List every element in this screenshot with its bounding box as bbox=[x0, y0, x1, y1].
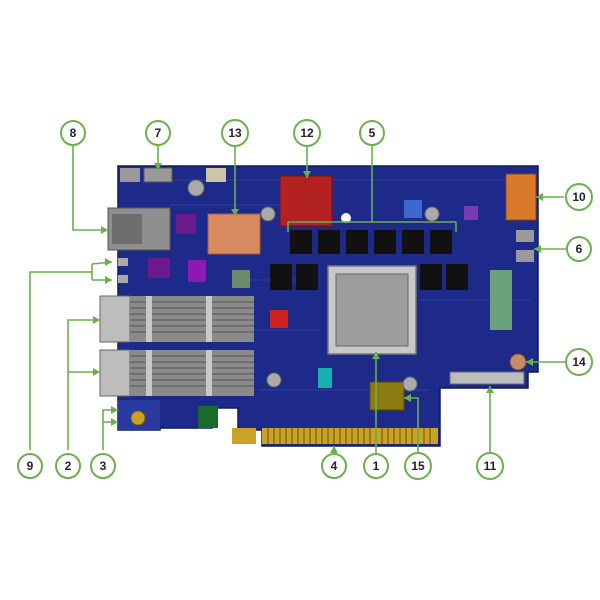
top-connector-3 bbox=[120, 168, 140, 182]
top-connector-2 bbox=[206, 168, 226, 182]
standoff bbox=[187, 179, 205, 197]
callout-label: 5 bbox=[369, 126, 376, 140]
callout-label: 14 bbox=[572, 355, 586, 369]
standoff bbox=[260, 206, 276, 222]
callout-15: 15 bbox=[404, 452, 432, 480]
callout-6: 6 bbox=[566, 236, 592, 262]
qsfp-port-top bbox=[99, 295, 254, 343]
slot-connector bbox=[449, 371, 525, 385]
standoff bbox=[424, 206, 440, 222]
callout-label: 7 bbox=[155, 126, 162, 140]
standoff bbox=[402, 376, 418, 392]
bracket-tab bbox=[198, 406, 218, 428]
callout-label: 3 bbox=[100, 459, 107, 473]
callout-7: 7 bbox=[145, 120, 171, 146]
round-component bbox=[509, 353, 527, 371]
callout-9: 9 bbox=[17, 453, 43, 479]
callout-13: 13 bbox=[221, 119, 249, 147]
component bbox=[188, 260, 206, 282]
callout-label: 1 bbox=[373, 459, 380, 473]
component bbox=[270, 310, 288, 328]
callout-4: 4 bbox=[321, 453, 347, 479]
led-indicator bbox=[118, 275, 128, 283]
rj45-opening bbox=[112, 214, 142, 244]
callout-label: 9 bbox=[27, 459, 34, 473]
led-indicator bbox=[118, 258, 128, 266]
component bbox=[176, 214, 196, 234]
standoff bbox=[266, 372, 282, 388]
callout-label: 8 bbox=[70, 126, 77, 140]
callout-2: 2 bbox=[55, 453, 81, 479]
main-processor bbox=[335, 273, 409, 347]
gold-component bbox=[369, 381, 405, 411]
component bbox=[148, 258, 170, 278]
arrow-heads bbox=[93, 163, 543, 453]
callout-14: 14 bbox=[565, 348, 593, 376]
side-connector bbox=[516, 250, 534, 262]
callout-12: 12 bbox=[293, 119, 321, 147]
pcie-edge-left bbox=[232, 428, 256, 444]
callout-label: 11 bbox=[484, 459, 497, 473]
callout-label: 10 bbox=[572, 190, 586, 204]
mounting-screw bbox=[130, 410, 146, 426]
red-chip bbox=[279, 175, 333, 227]
component bbox=[404, 200, 422, 218]
callout-label: 15 bbox=[411, 459, 425, 473]
callout-label: 13 bbox=[228, 126, 242, 140]
callout-label: 4 bbox=[331, 459, 338, 473]
callout-8: 8 bbox=[60, 120, 86, 146]
copper-chip bbox=[207, 213, 261, 255]
component bbox=[490, 270, 512, 330]
qsfp-port-bottom bbox=[99, 349, 254, 397]
top-connector bbox=[143, 167, 173, 183]
callout-label: 2 bbox=[65, 459, 72, 473]
side-connector bbox=[516, 230, 534, 242]
memory-array bbox=[270, 230, 468, 290]
standoff bbox=[341, 213, 351, 223]
callout-label: 12 bbox=[300, 126, 314, 140]
callout-1: 1 bbox=[363, 453, 389, 479]
callout-3: 3 bbox=[90, 453, 116, 479]
callout-5: 5 bbox=[359, 120, 385, 146]
callout-11: 11 bbox=[476, 452, 504, 480]
component bbox=[464, 206, 478, 220]
callout-label: 6 bbox=[576, 242, 583, 256]
power-connector bbox=[505, 173, 537, 221]
callout-10: 10 bbox=[565, 183, 593, 211]
component bbox=[232, 270, 250, 288]
component bbox=[318, 368, 332, 388]
